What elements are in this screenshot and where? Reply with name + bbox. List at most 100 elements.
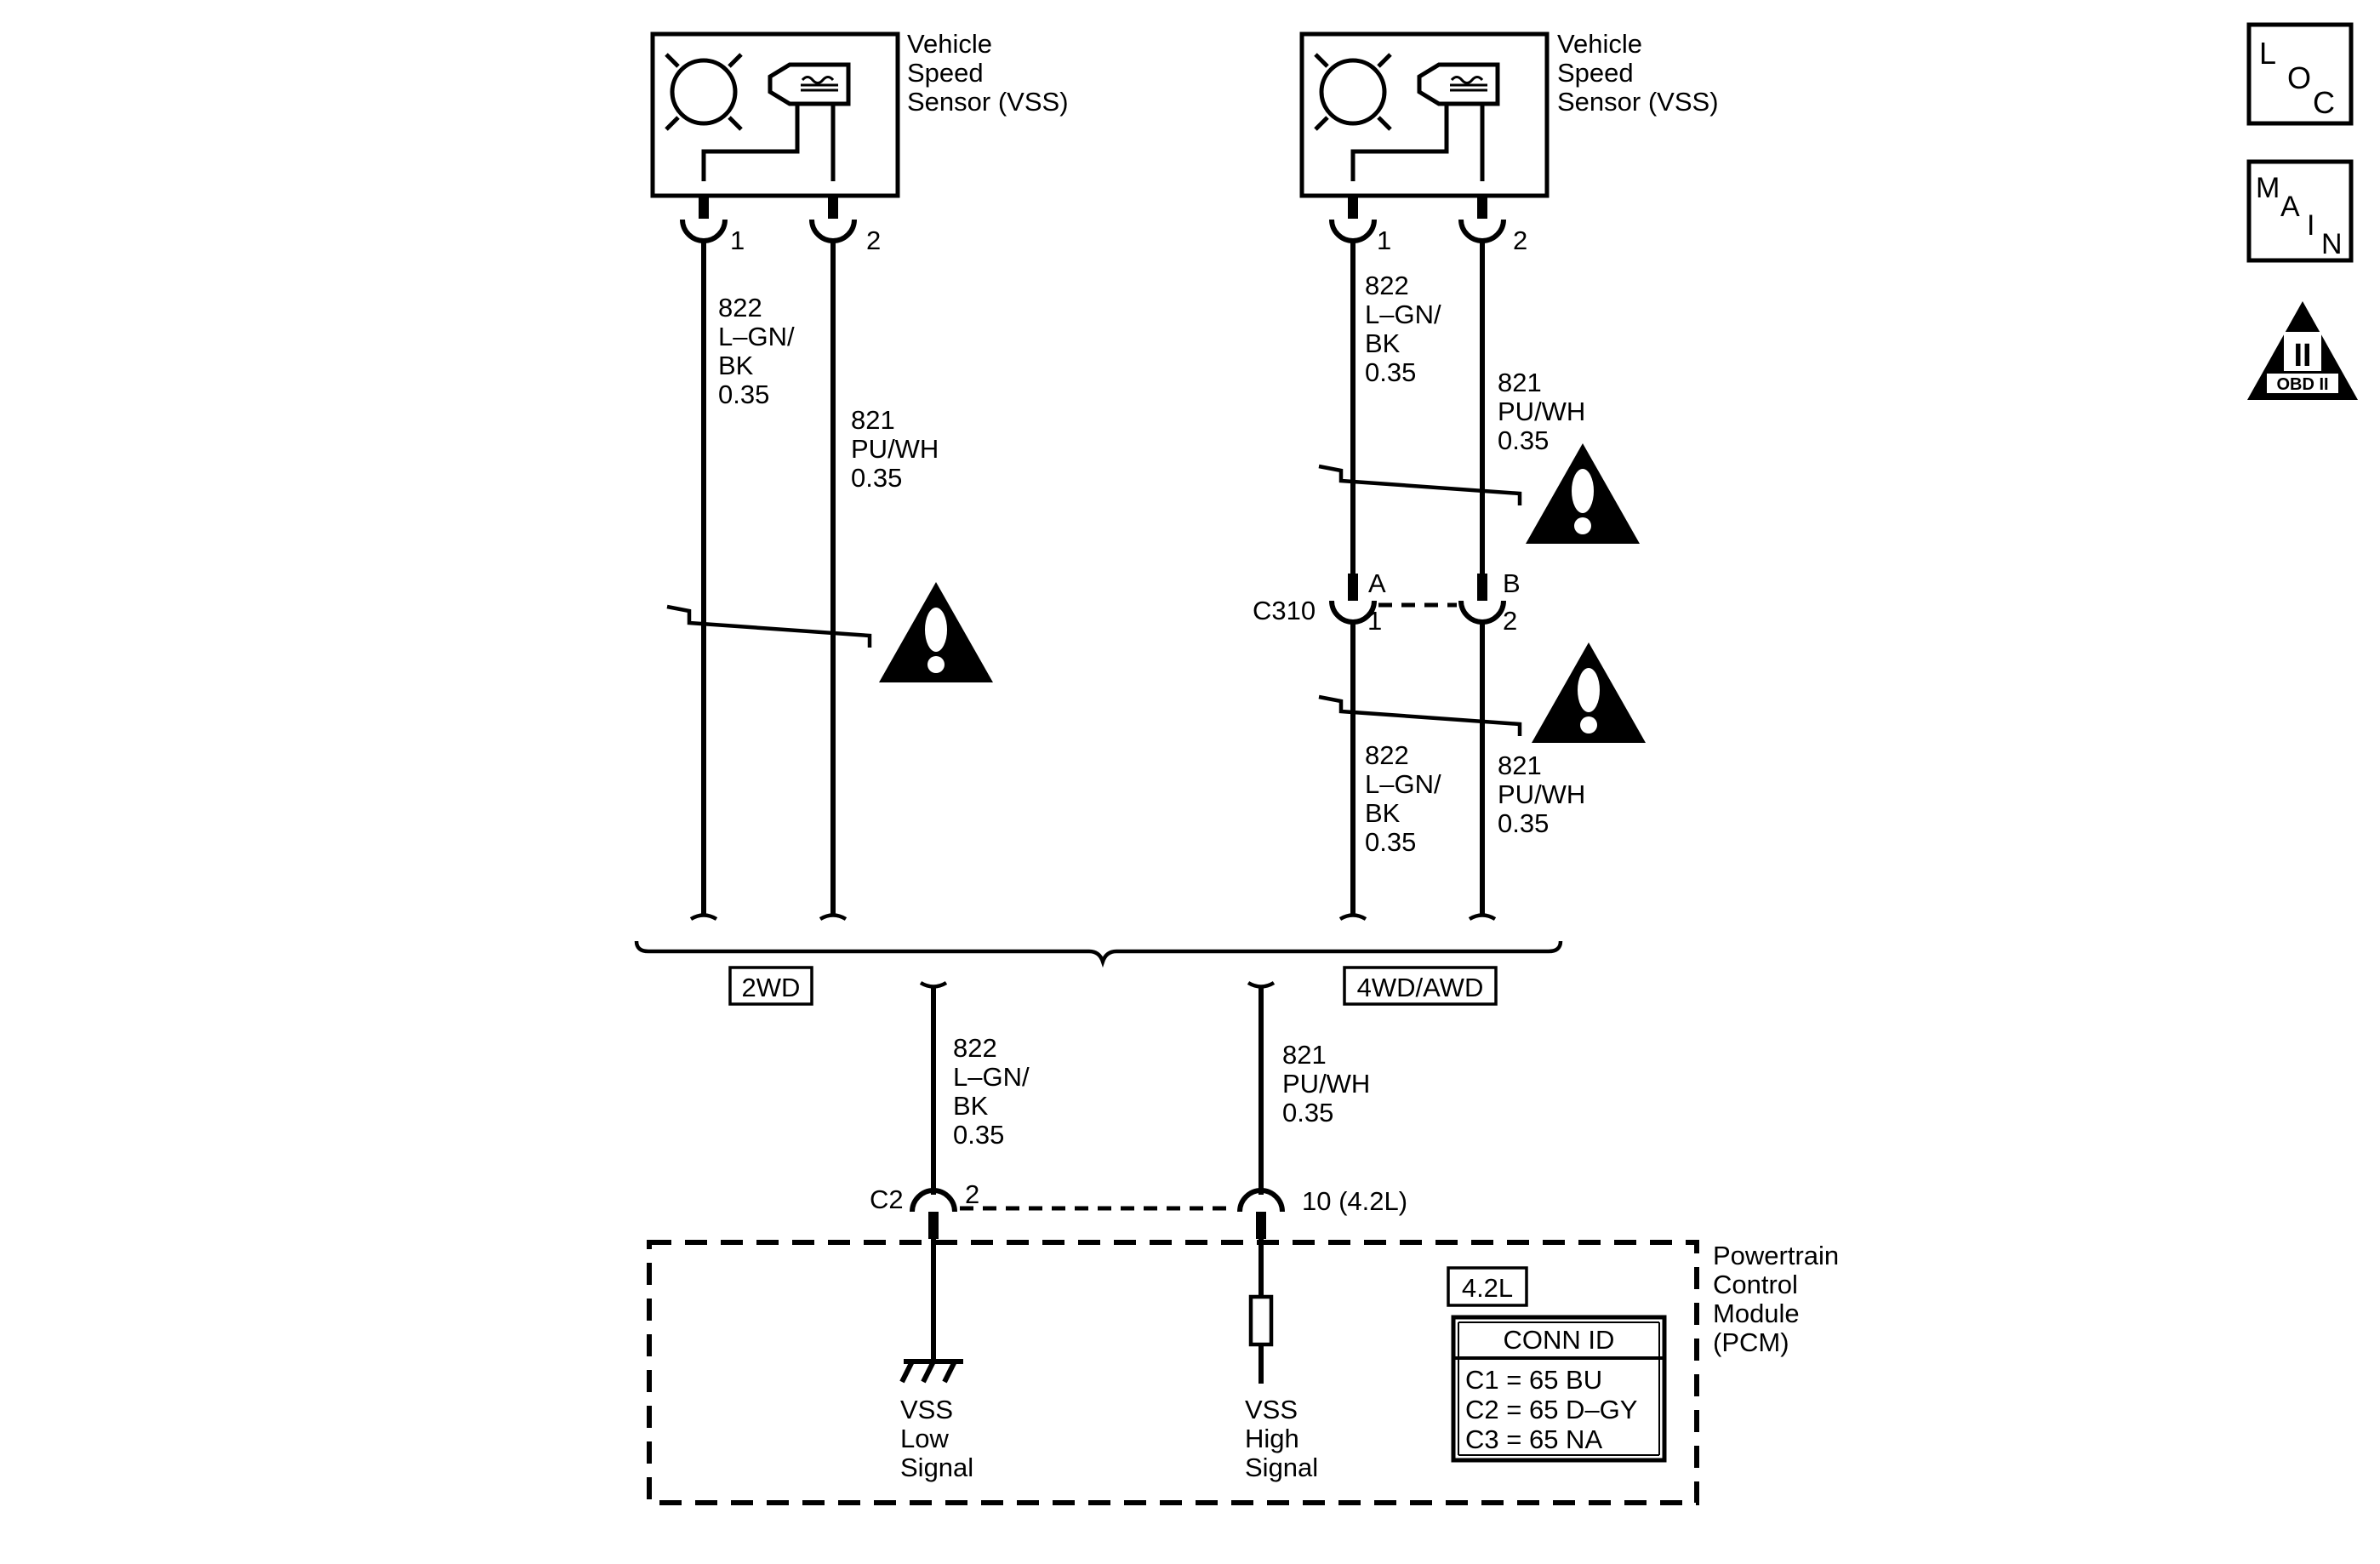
- right-821-upper-color: PU/WH: [1498, 397, 1585, 426]
- left-vss-sensor: Vehicle Speed Sensor (VSS): [653, 29, 1069, 196]
- pcm-input-wires: [919, 981, 1276, 1195]
- pcm-821-circuit: 821: [1282, 1040, 1327, 1070]
- left-sensor-title-line2: Speed: [907, 58, 984, 88]
- option-4wd-awd-label: 4WD/AWD: [1357, 973, 1484, 1002]
- pcm-822-color: L–GN/: [953, 1062, 1030, 1092]
- option-2wd-label: 2WD: [742, 973, 801, 1002]
- engine-tag-4-2l: 4.2L: [1447, 1266, 1528, 1307]
- right-sensor-pin1: 1: [1377, 225, 1391, 255]
- pcm-pin-10: 10 (4.2L): [1302, 1186, 1407, 1216]
- vss-high-line3: Signal: [1245, 1453, 1318, 1482]
- right-wires-lower: [1318, 621, 1522, 921]
- right-wire-821-lower-label: 821 PU/WH 0.35: [1498, 751, 1585, 838]
- main-letter-n: N: [2321, 228, 2343, 260]
- left-822-color: L–GN/: [718, 322, 795, 351]
- right-sensor-pin2: 2: [1513, 225, 1527, 255]
- pcm-822-label: 822 L–GN/ BK 0.35: [953, 1033, 1030, 1150]
- pcm-822-gauge: 0.35: [953, 1120, 1004, 1150]
- right-vss-sensor: Vehicle Speed Sensor (VSS): [1302, 29, 1719, 196]
- right-822-upper-gauge: 0.35: [1365, 357, 1416, 387]
- right-wire-821-upper-label: 821 PU/WH 0.35: [1498, 368, 1585, 455]
- c310-pin-1: 1: [1367, 606, 1382, 636]
- left-sensor-title-line3: Sensor (VSS): [907, 87, 1069, 117]
- caution-icon: [879, 582, 993, 682]
- right-821-lower-color: PU/WH: [1498, 779, 1585, 809]
- right-sensor-title-line3: Sensor (VSS): [1557, 87, 1719, 117]
- right-822-lower-gauge: 0.35: [1365, 827, 1416, 857]
- right-822-upper-color2: BK: [1365, 328, 1401, 358]
- pcm-821-gauge: 0.35: [1282, 1098, 1333, 1127]
- left-wire-822-label: 822 L–GN/ BK 0.35: [718, 293, 795, 409]
- c310-pin-a: A: [1368, 568, 1386, 598]
- right-822-upper-circuit: 822: [1365, 271, 1409, 300]
- pcm-c2-label: C2: [870, 1184, 904, 1214]
- right-wire-822-upper-label: 822 L–GN/ BK 0.35: [1365, 271, 1441, 387]
- right-wire-822-lower-label: 822 L–GN/ BK 0.35: [1365, 740, 1441, 857]
- pcm-title-line3: Module: [1713, 1299, 1800, 1328]
- right-822-upper-color: L–GN/: [1365, 300, 1441, 329]
- left-sensor-pin1: 1: [730, 225, 745, 255]
- c310-pin-b: B: [1503, 568, 1521, 598]
- loc-letter-c: C: [2313, 85, 2335, 120]
- right-822-lower-color2: BK: [1365, 798, 1401, 828]
- right-822-lower-circuit: 822: [1365, 740, 1409, 770]
- left-821-gauge: 0.35: [851, 463, 902, 493]
- loc-letter-l: L: [2259, 36, 2276, 71]
- loc-icon[interactable]: L O C: [2246, 22, 2354, 126]
- left-wire-821-label: 821 PU/WH 0.35: [851, 405, 939, 493]
- main-letter-m: M: [2256, 172, 2280, 204]
- pcm-pin-2: 2: [965, 1179, 979, 1209]
- pcm-822-circuit: 822: [953, 1033, 997, 1063]
- left-822-color2: BK: [718, 351, 754, 380]
- vss-low-signal-label: VSS Low Signal: [900, 1395, 973, 1482]
- pcm-connector-c2: C2 2 10 (4.2L): [870, 1179, 1407, 1239]
- caution-icon: [1532, 642, 1646, 743]
- pcm-module: Powertrain Control Module (PCM) VSS Low …: [647, 1239, 1839, 1505]
- right-sensor-title-line2: Speed: [1557, 58, 1634, 88]
- left-821-color: PU/WH: [851, 434, 939, 464]
- main-letter-i: I: [2307, 209, 2314, 242]
- pcm-title-line1: Powertrain: [1713, 1241, 1839, 1270]
- right-822-lower-color: L–GN/: [1365, 769, 1441, 799]
- obd-numeral: II: [2293, 338, 2311, 374]
- conn-id-c3: C3 = 65 NA: [1465, 1424, 1602, 1454]
- obd-ii-icon[interactable]: II OBD II: [2247, 301, 2358, 400]
- caution-icon: [1526, 443, 1640, 544]
- option-tag-2wd: 2WD: [728, 966, 813, 1006]
- right-sensor-terminals: 1 2: [1329, 197, 1527, 255]
- loc-letter-o: O: [2287, 60, 2311, 95]
- conn-id-table: CONN ID C1 = 65 BU C2 = 65 D–GY C3 = 65 …: [1451, 1315, 1667, 1463]
- connector-c310: C310 A B 1 2: [1253, 568, 1521, 636]
- right-821-lower-gauge: 0.35: [1498, 808, 1549, 838]
- right-821-lower-circuit: 821: [1498, 751, 1542, 780]
- c310-pin-2: 2: [1503, 606, 1517, 636]
- main-icon[interactable]: M A I N: [2246, 159, 2354, 263]
- conn-id-c2: C2 = 65 D–GY: [1465, 1395, 1637, 1424]
- left-822-gauge: 0.35: [718, 380, 769, 409]
- vss-high-line2: High: [1245, 1424, 1299, 1453]
- pcm-title-line2: Control: [1713, 1270, 1798, 1299]
- left-821-circuit: 821: [851, 405, 895, 435]
- left-822-circuit: 822: [718, 293, 762, 323]
- right-821-upper-gauge: 0.35: [1498, 425, 1549, 455]
- conn-id-header: CONN ID: [1504, 1325, 1615, 1355]
- left-sensor-title-line1: Vehicle: [907, 29, 992, 59]
- right-sensor-title-line1: Vehicle: [1557, 29, 1642, 59]
- obd-label: OBD II: [2276, 375, 2328, 394]
- pcm-821-color: PU/WH: [1282, 1069, 1370, 1099]
- vss-high-signal-label: VSS High Signal: [1245, 1395, 1318, 1482]
- pcm-821-label: 821 PU/WH 0.35: [1282, 1040, 1370, 1127]
- resistor-symbol: [1248, 1294, 1274, 1347]
- pcm-822-color2: BK: [953, 1091, 989, 1121]
- engine-tag-label: 4.2L: [1462, 1273, 1513, 1303]
- vss-low-line1: VSS: [900, 1395, 953, 1424]
- pcm-title-line4: (PCM): [1713, 1327, 1789, 1357]
- left-wires: [666, 241, 872, 921]
- conn-id-c1: C1 = 65 BU: [1465, 1365, 1602, 1395]
- vss-high-line1: VSS: [1245, 1395, 1298, 1424]
- c310-label: C310: [1253, 596, 1316, 625]
- right-821-upper-circuit: 821: [1498, 368, 1542, 397]
- left-sensor-terminals: 1 2: [680, 197, 881, 255]
- vss-low-line3: Signal: [900, 1453, 973, 1482]
